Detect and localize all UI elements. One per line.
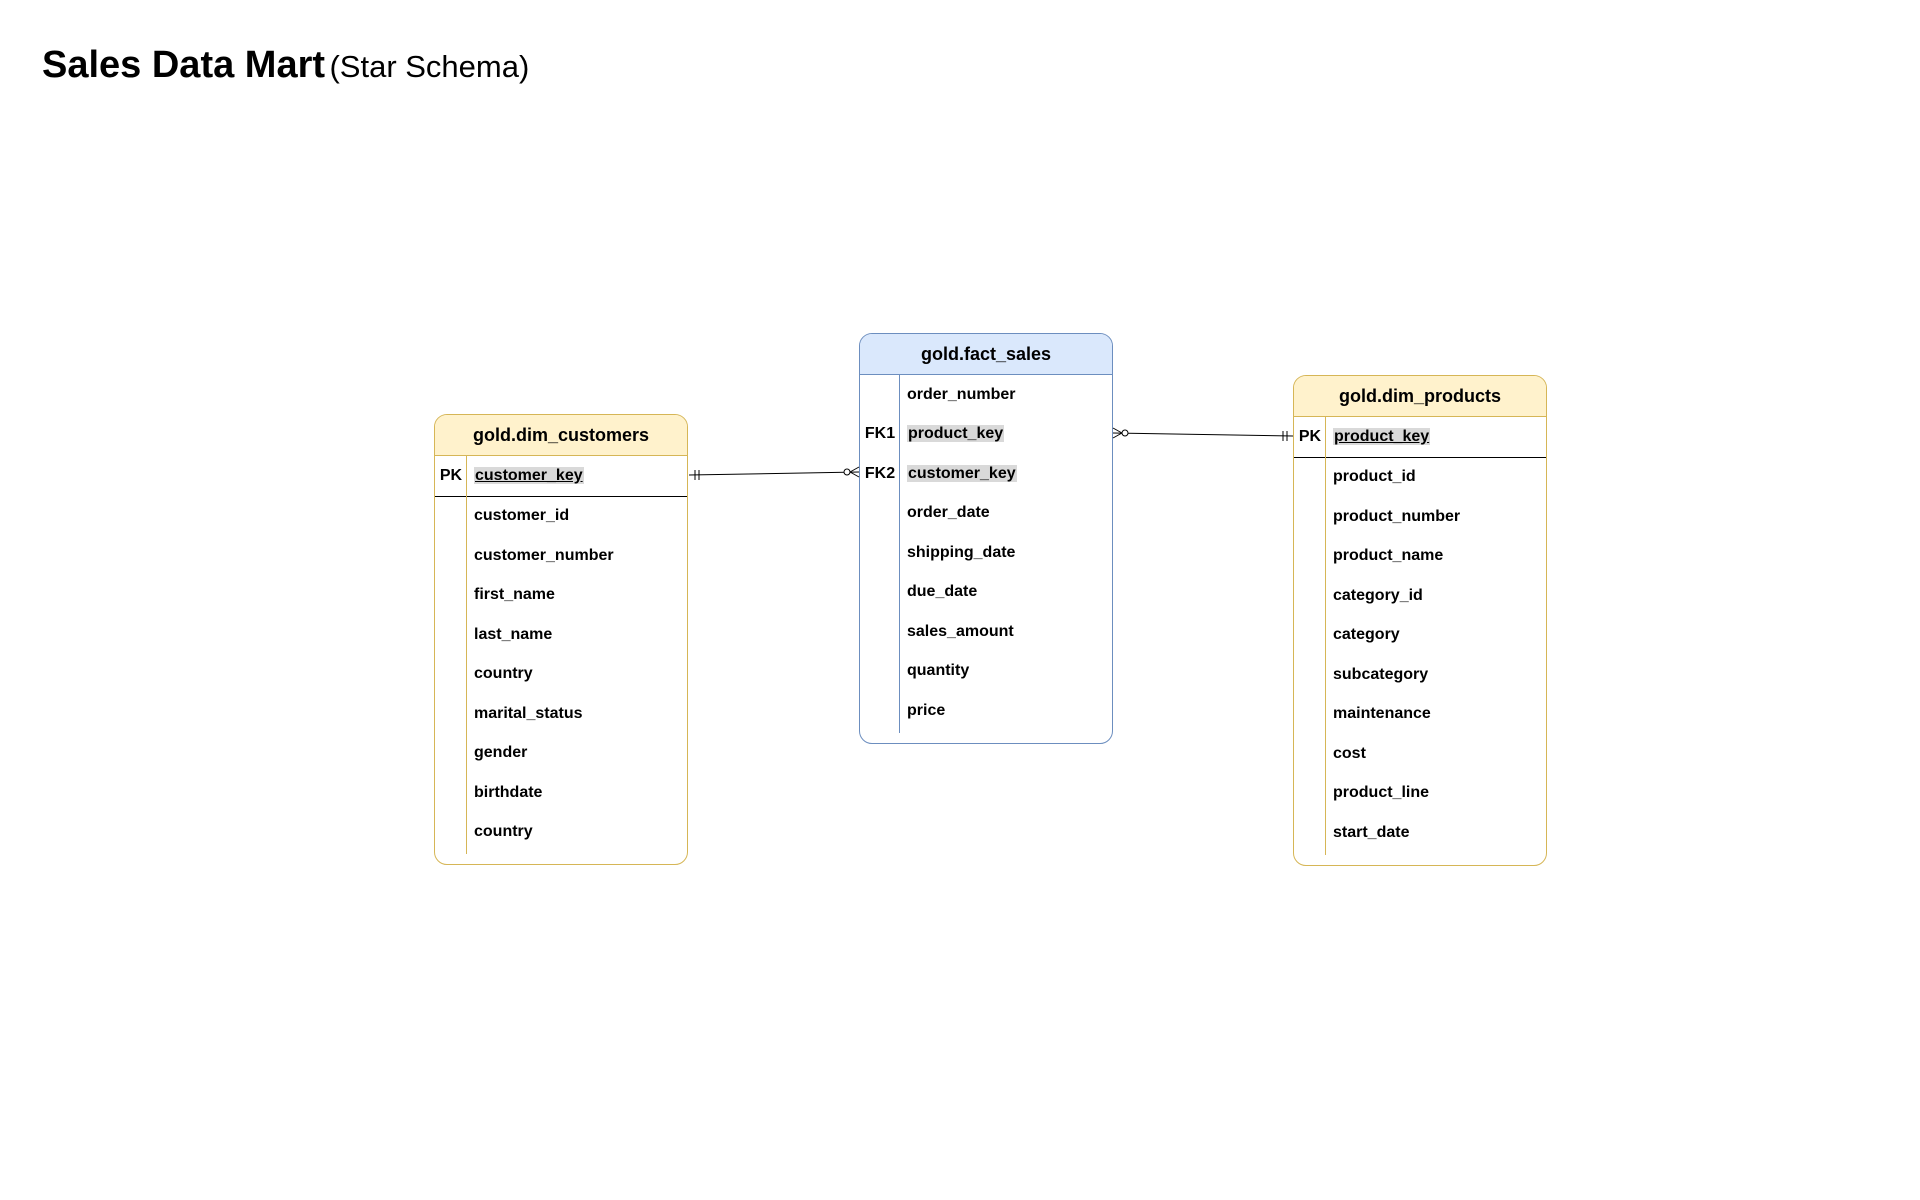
column-row: cost: [1294, 734, 1546, 774]
table-dim-products[interactable]: gold.dim_products PK product_key product…: [1293, 375, 1547, 866]
column-row: first_name: [435, 576, 687, 616]
pk-row-product-key: PK product_key: [1294, 417, 1546, 458]
column-row: gender: [435, 734, 687, 774]
column-name: country: [474, 823, 533, 841]
column-name: product_name: [1333, 547, 1444, 565]
column-row: product_line: [1294, 774, 1546, 814]
column-name: subcategory: [1333, 665, 1429, 683]
many-marker-prong: [1112, 432, 1123, 439]
column-row: maintenance: [1294, 695, 1546, 735]
column-name: customer_key: [900, 464, 1017, 483]
column-name: product_id: [1333, 468, 1416, 486]
column-name: first_name: [474, 586, 555, 604]
table-body-dim-products: PK product_key product_id product_number…: [1294, 417, 1546, 865]
column-name: product_number: [1333, 507, 1461, 525]
column-name: customer_number: [474, 546, 614, 564]
table-fact-sales[interactable]: gold.fact_sales order_number FK1 product_…: [859, 333, 1113, 744]
table-header-dim-customers: gold.dim_customers: [435, 415, 687, 456]
key-label: FK2: [864, 464, 896, 482]
table-header-fact-sales: gold.fact_sales: [860, 334, 1112, 375]
column-name: gender: [474, 744, 528, 762]
key-label: PK: [439, 466, 463, 484]
column-name: customer_key: [467, 466, 584, 485]
relationship-line: [688, 471, 860, 476]
column-row: last_name: [435, 615, 687, 655]
column-name: customer_id: [474, 507, 570, 525]
column-name: last_name: [474, 625, 553, 643]
fk-row-customer-key: FK2 customer_key: [860, 454, 1112, 494]
column-row: product_name: [1294, 537, 1546, 577]
column-row-order-number: order_number: [860, 375, 1112, 415]
fk-column-product-key: product_key: [907, 425, 1005, 443]
column-name: quantity: [907, 662, 970, 680]
column-row: quantity: [860, 652, 1112, 692]
column-name: product_key: [900, 425, 1005, 443]
column-name: birthdate: [474, 783, 543, 801]
column-row: shipping_date: [860, 533, 1112, 573]
pk-column-product-key: product_key: [1333, 427, 1431, 445]
many-marker-prong: [849, 471, 860, 478]
column-row: product_id: [1294, 458, 1546, 498]
column-name: category_id: [1333, 586, 1423, 604]
column-row: marital_status: [435, 694, 687, 734]
column-name: category: [1333, 626, 1400, 644]
page-title-subtitle: (Star Schema): [329, 49, 530, 84]
column-name: order_number: [907, 385, 1016, 403]
zero-marker-circle: [1121, 429, 1129, 437]
many-marker-prong: [1112, 427, 1123, 434]
column-row: country: [435, 813, 687, 853]
column-name: cost: [1333, 744, 1366, 762]
column-row: sales_amount: [860, 612, 1112, 652]
column-row: customer_id: [435, 497, 687, 537]
fk-column-customer-key: customer_key: [907, 464, 1017, 482]
column-row: country: [435, 655, 687, 695]
key-label: PK: [1298, 427, 1322, 445]
relationship-line: [1112, 432, 1294, 437]
column-name: product_line: [1333, 784, 1430, 802]
column-row: customer_number: [435, 536, 687, 576]
column-row: category_id: [1294, 576, 1546, 616]
column-row: start_date: [1294, 813, 1546, 853]
column-name: maintenance: [1333, 705, 1431, 723]
key-label: FK1: [864, 425, 896, 443]
column-row: birthdate: [435, 773, 687, 813]
page-title-main: Sales Data Mart: [42, 44, 326, 86]
column-name: country: [474, 665, 533, 683]
table-body-fact-sales: order_number FK1 product_key FK2 customer_…: [860, 375, 1112, 743]
zero-marker-circle: [843, 468, 851, 476]
column-row: due_date: [860, 573, 1112, 613]
column-name: start_date: [1333, 823, 1410, 841]
column-row: product_number: [1294, 497, 1546, 537]
relationship-products-to-fact-sales[interactable]: [1112, 427, 1294, 441]
table-header-dim-products: gold.dim_products: [1294, 376, 1546, 417]
relationship-customers-to-fact-sales[interactable]: [688, 466, 860, 480]
column-row: category: [1294, 616, 1546, 656]
pk-column-customer-key: customer_key: [474, 466, 584, 484]
column-name: shipping_date: [907, 543, 1016, 561]
column-row: subcategory: [1294, 655, 1546, 695]
page-title: Sales Data Mart (Star Schema): [42, 44, 529, 87]
column-row: order_date: [860, 494, 1112, 534]
column-name: product_key: [1326, 427, 1431, 446]
column-name: due_date: [907, 583, 978, 601]
many-marker-prong: [849, 466, 860, 473]
column-name: order_date: [907, 504, 990, 522]
column-name: price: [907, 701, 946, 719]
column-row: price: [860, 691, 1112, 731]
table-dim-customers[interactable]: gold.dim_customers PK customer_key custo…: [434, 414, 688, 865]
fk-row-product-key: FK1 product_key: [860, 415, 1112, 455]
column-name: marital_status: [474, 704, 583, 722]
table-body-dim-customers: PK customer_key customer_id customer_num…: [435, 456, 687, 864]
pk-row-customer-key: PK customer_key: [435, 456, 687, 497]
column-name: sales_amount: [907, 622, 1014, 640]
